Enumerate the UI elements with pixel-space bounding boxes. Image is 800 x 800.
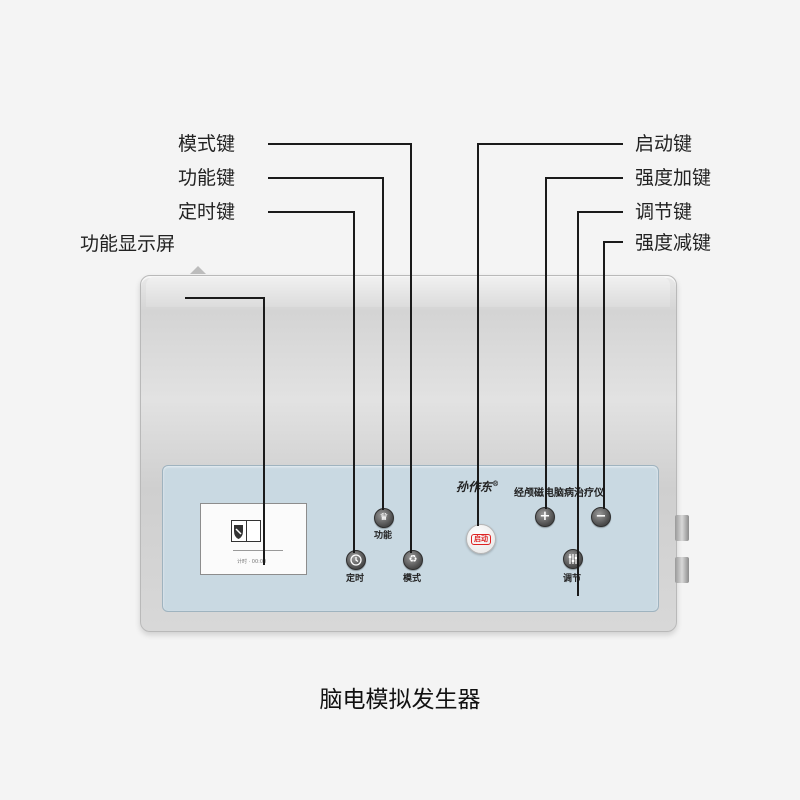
brand-name: 孙作东 <box>456 480 493 494</box>
start-key-leader-h <box>477 143 623 145</box>
clock-icon <box>350 554 362 566</box>
function-key-leader-v <box>382 177 384 510</box>
start-key-leader-v <box>477 143 479 526</box>
mode-key-leader-v <box>410 143 412 553</box>
display-leader-v <box>263 297 265 565</box>
brand-mark: ® <box>492 479 500 488</box>
adjust-key-leader-v <box>577 211 579 596</box>
intensity-down-leader-h <box>603 241 623 243</box>
function-display-label: 功能显示屏 <box>80 233 176 255</box>
timer-key-leader-h <box>268 211 355 213</box>
adjust-key-label: 调节键 <box>635 201 693 223</box>
chess-piece-icon: ♛ <box>379 512 389 523</box>
intensity-down-leader-v <box>603 241 605 509</box>
screen-icon <box>231 520 261 542</box>
mode-button-label: 模式 <box>402 574 421 584</box>
intensity-down-key-label: 强度减键 <box>635 232 712 254</box>
function-key-label: 功能键 <box>178 167 236 189</box>
model-name: 经颅磁电脑病治疗仪 <box>514 488 604 499</box>
display-rule <box>233 550 283 551</box>
function-key-leader-h <box>268 177 384 179</box>
sliders-icon <box>568 554 578 564</box>
function-display-screen: 计时 · 00:00 <box>200 503 307 575</box>
intensity-up-button[interactable]: + <box>535 507 555 527</box>
adjust-key-leader-h <box>577 211 623 213</box>
start-key-label: 启动键 <box>635 133 693 155</box>
start-button[interactable]: 启动 <box>466 524 496 554</box>
function-button[interactable]: ♛ <box>374 508 394 528</box>
timer-button-label: 定时 <box>345 574 364 584</box>
adjust-button-label: 调节 <box>562 574 581 584</box>
top-left-notch <box>190 266 206 274</box>
timer-key-label: 定时键 <box>178 201 236 223</box>
intensity-down-button[interactable]: − <box>591 507 611 527</box>
display-caption: 计时 · 00:00 <box>237 559 267 565</box>
plus-icon: + <box>539 509 551 524</box>
adjust-button[interactable] <box>563 549 583 569</box>
function-button-label: 功能 <box>373 531 392 541</box>
product-caption: 脑电模拟发生器 <box>319 687 481 713</box>
mode-key-leader-h <box>268 143 412 145</box>
display-leader-h <box>185 297 265 299</box>
mode-button[interactable]: ♻ <box>403 550 423 570</box>
intensity-up-leader-v <box>545 177 547 509</box>
start-button-label: 启动 <box>471 534 491 545</box>
side-connector-bottom <box>675 557 689 583</box>
recycle-icon: ♻ <box>408 554 418 565</box>
brand-logo: 孙作东® <box>456 478 499 495</box>
timer-button[interactable] <box>346 550 366 570</box>
side-connector-top <box>675 515 689 541</box>
device-top-edge <box>146 277 670 307</box>
timer-key-leader-v <box>353 211 355 553</box>
mode-key-label: 模式键 <box>178 133 236 155</box>
intensity-up-leader-h <box>545 177 623 179</box>
intensity-up-key-label: 强度加键 <box>635 167 712 189</box>
minus-icon: − <box>595 509 607 524</box>
shield-icon <box>234 525 243 539</box>
